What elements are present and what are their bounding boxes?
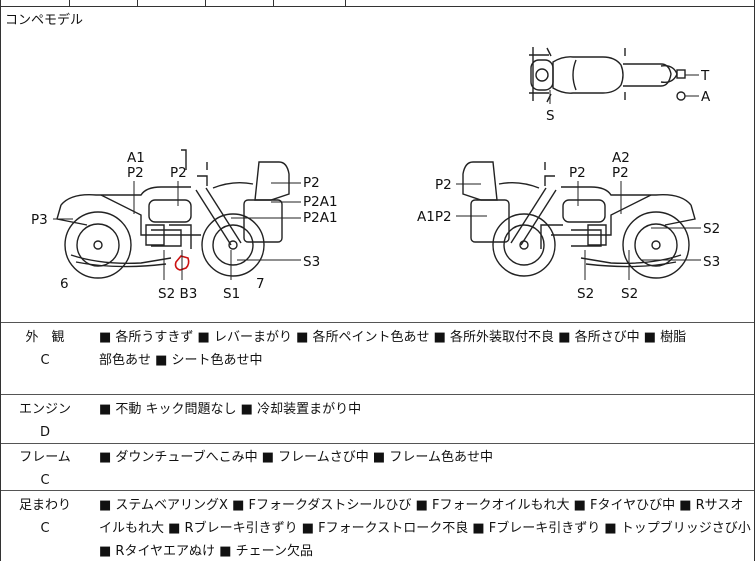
previous-table-row bbox=[1, 0, 754, 7]
right-side-motorcycle bbox=[462, 161, 696, 279]
callout-p2a1: P2A1 bbox=[303, 210, 338, 226]
callout-a: A bbox=[701, 89, 711, 105]
callout-s2b3: S2 B3 bbox=[158, 286, 197, 302]
callout-s2: S2 bbox=[703, 221, 720, 237]
row-label-suspension: 足まわり C bbox=[5, 494, 85, 540]
callout-s2: S2 bbox=[621, 286, 638, 302]
detail-line: ■ Rタイヤエアぬけ ■ チェーン欠品 bbox=[99, 544, 313, 559]
row-grade: D bbox=[39, 425, 50, 440]
divider bbox=[1, 394, 754, 395]
divider bbox=[1, 322, 754, 323]
detail-line: ■ 各所うすきず ■ レバーまがり ■ 各所ペイント色あせ ■ 各所外装取付不良… bbox=[99, 330, 687, 345]
table-cell bbox=[205, 0, 274, 6]
table-cell bbox=[1, 0, 70, 6]
callout-t: T bbox=[700, 68, 710, 84]
callout-7: 7 bbox=[256, 276, 265, 292]
detail-line: ■ 不動 キック問題なし ■ 冷却装置まがり中 bbox=[99, 402, 362, 417]
row-grade: C bbox=[40, 521, 50, 536]
row-grade: C bbox=[40, 473, 50, 488]
table-cell bbox=[273, 0, 346, 6]
callout-6: 6 bbox=[60, 276, 69, 292]
detail-line: 部色あせ ■ シート色あせ中 bbox=[99, 353, 263, 368]
row-label-engine: エンジン D bbox=[5, 398, 85, 444]
callout-s: S bbox=[546, 108, 555, 124]
damage-mark bbox=[174, 255, 190, 271]
divider bbox=[1, 443, 754, 444]
detail-line: ■ ダウンチューブへこみ中 ■ フレームさび中 ■ フレーム色あせ中 bbox=[99, 450, 493, 465]
callout-a2: A2 bbox=[612, 150, 630, 166]
row-detail-frame: ■ ダウンチューブへこみ中 ■ フレームさび中 ■ フレーム色あせ中 bbox=[99, 446, 751, 469]
callout-s2: S2 bbox=[577, 286, 594, 302]
callout-p2: P2 bbox=[612, 165, 629, 181]
row-grade: C bbox=[40, 353, 50, 368]
callout-s3: S3 bbox=[303, 254, 320, 270]
callout-p2: P2 bbox=[303, 175, 320, 191]
divider bbox=[1, 490, 754, 491]
callout-p2a1: P2A1 bbox=[303, 194, 338, 210]
callout-p2: P2 bbox=[435, 177, 452, 193]
callout-a1: A1 bbox=[127, 150, 145, 166]
detail-line: イルもれ大 ■ Rブレーキ引きずり ■ Fフォークストローク不良 ■ Fブレーキ… bbox=[99, 521, 751, 536]
row-label-text: フレーム bbox=[19, 450, 71, 465]
right-callout-lines bbox=[456, 181, 701, 280]
callout-p2: P2 bbox=[170, 165, 187, 181]
callout-a1p2: A1P2 bbox=[417, 209, 452, 225]
row-label-text: 外 観 bbox=[25, 330, 65, 345]
row-detail-suspension: ■ ステムベアリングX ■ Fフォークダストシールひび ■ Fフォークオイルもれ… bbox=[99, 494, 751, 563]
left-callout-lines bbox=[53, 181, 301, 280]
row-label-text: 足まわり bbox=[18, 498, 71, 513]
callout-p2: P2 bbox=[127, 165, 144, 181]
row-label-text: エンジン bbox=[18, 402, 71, 417]
row-label-exterior: 外 観 C bbox=[5, 326, 85, 372]
detail-line: ■ ステムベアリングX ■ Fフォークダストシールひび ■ Fフォークオイルもれ… bbox=[99, 498, 744, 513]
row-detail-engine: ■ 不動 キック問題なし ■ 冷却装置まがり中 bbox=[99, 398, 751, 421]
callout-p3: P3 bbox=[31, 212, 48, 228]
left-side-motorcycle bbox=[56, 149, 290, 279]
callout-p2: P2 bbox=[569, 165, 586, 181]
table-cell bbox=[137, 0, 206, 6]
top-view-motorcycle bbox=[529, 47, 699, 104]
table-cell bbox=[69, 0, 138, 6]
callout-s3: S3 bbox=[703, 254, 720, 270]
motorcycle-diagram: T A S bbox=[31, 47, 720, 302]
model-label: コンペモデル bbox=[5, 13, 84, 28]
row-label-frame: フレーム C bbox=[5, 446, 85, 492]
row-detail-exterior: ■ 各所うすきず ■ レバーまがり ■ 各所ペイント色あせ ■ 各所外装取付不良… bbox=[99, 326, 751, 372]
callout-s1: S1 bbox=[223, 286, 240, 302]
